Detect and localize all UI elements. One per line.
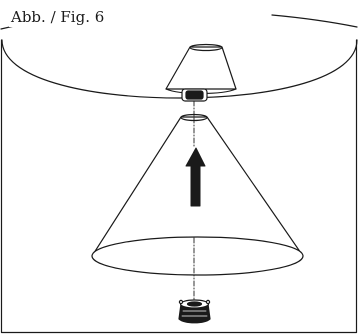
shade-bottom-rim (91, 236, 304, 276)
arrow-up-icon (185, 147, 206, 207)
canopy-cone (165, 46, 237, 90)
canopy-top (189, 43, 223, 52)
ceiling-disc-bottom-rim (1, 39, 358, 99)
lower-nut-grip-left (178, 299, 184, 305)
figure-border (0, 39, 358, 334)
socket-ring-thread (185, 90, 204, 100)
lower-nut-hole (186, 301, 203, 307)
ceiling-disc-top-right (271, 14, 358, 28)
lower-nut-grip-right (205, 299, 211, 305)
figure-label: Abb. / Fig. 6 (9, 8, 107, 27)
lower-nut-body (178, 303, 211, 324)
